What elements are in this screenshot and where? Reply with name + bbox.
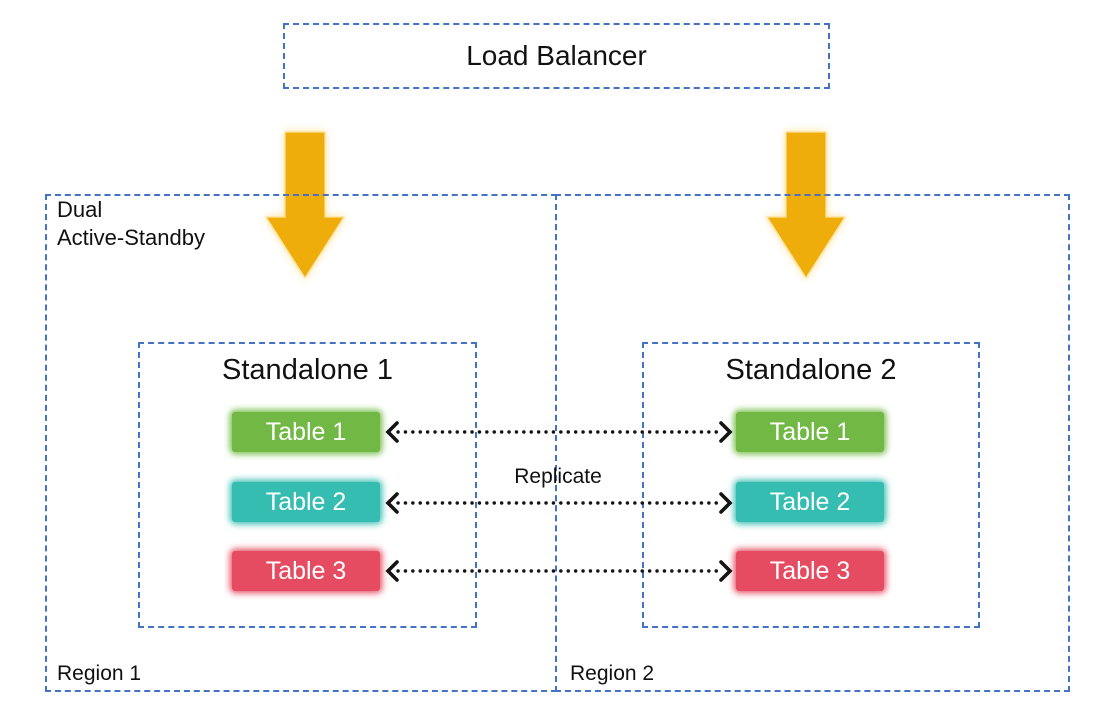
table-chip: Table 3	[736, 551, 884, 591]
replicate-label: Replicate	[514, 465, 602, 488]
replicate-arrow-icon	[385, 560, 733, 582]
load-balancer-label: Load Balancer	[466, 40, 647, 71]
standalone-1-box: Standalone 1	[138, 342, 477, 628]
table-chip: Table 1	[736, 412, 884, 452]
dual-active-standby-label: Dual Active-Standby	[57, 196, 205, 252]
region-2-label: Region 2	[570, 662, 655, 685]
load-balancer-box: Load Balancer	[283, 23, 830, 89]
replicate-arrow-icon	[385, 492, 733, 514]
table-chip: Table 3	[232, 551, 380, 591]
dual-label-line2: Active-Standby	[57, 225, 205, 250]
dual-label-line1: Dual	[57, 197, 103, 222]
down-arrow-icon	[765, 131, 847, 280]
table-chip: Table 1	[232, 412, 380, 452]
table-chip: Table 2	[736, 482, 884, 522]
replicate-arrow-icon	[385, 421, 733, 443]
table-chip: Table 2	[232, 482, 380, 522]
standalone-2-title: Standalone 2	[725, 354, 897, 386]
standalone-1-title: Standalone 1	[222, 354, 393, 386]
down-arrow-icon	[264, 131, 346, 280]
region-2-box	[555, 194, 1070, 692]
region-1-label: Region 1	[57, 662, 142, 685]
standalone-2-box: Standalone 2	[642, 342, 980, 628]
